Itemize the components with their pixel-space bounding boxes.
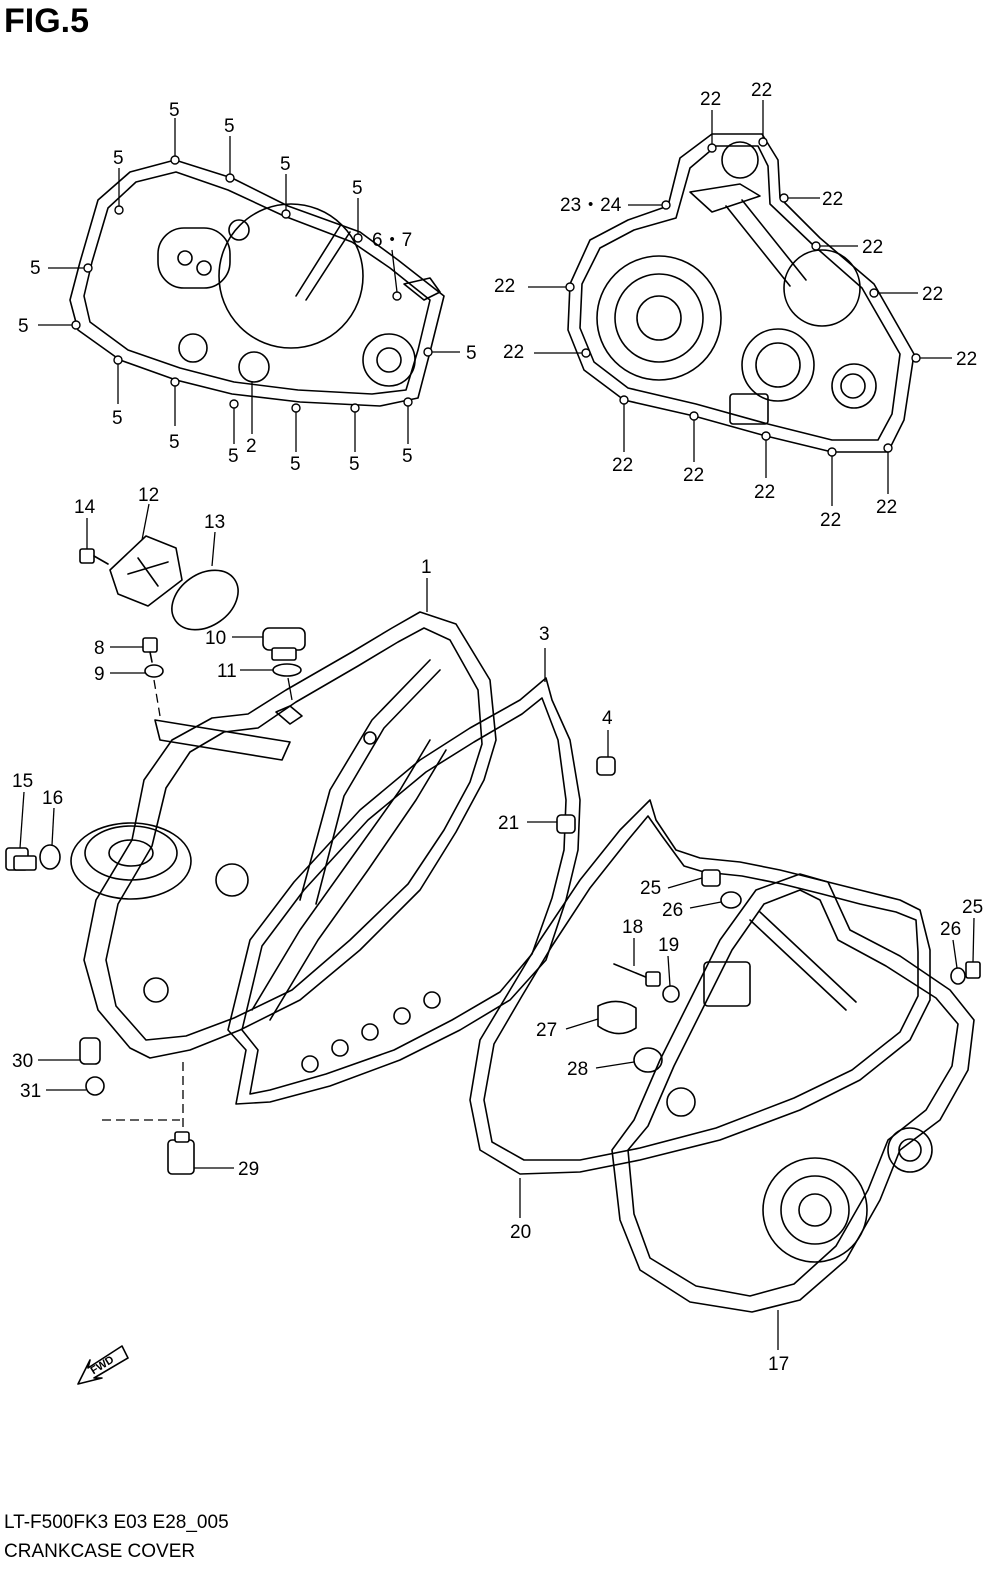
callout-5: 5	[169, 432, 180, 453]
bolt-18	[613, 963, 661, 987]
gasket-left-outline	[227, 677, 581, 1105]
callout-5: 5	[349, 454, 360, 475]
callout-5: 5	[290, 454, 301, 475]
callout-labels: 5 5 5 5 5 6・7 5 5 5 5 5 5 2 5 5 5 22 22 …	[12, 80, 983, 1375]
fitting-29	[167, 1131, 195, 1175]
callout-22: 22	[956, 349, 977, 370]
callout-11: 11	[217, 661, 237, 682]
callout-22: 22	[876, 497, 897, 518]
callout-1: 1	[421, 557, 432, 578]
callout-28: 28	[567, 1059, 588, 1080]
callout-22: 22	[862, 237, 883, 258]
callout-23-24: 23・24	[560, 195, 622, 216]
callout-5: 5	[466, 343, 477, 364]
dowel-pin-21	[556, 814, 576, 834]
callout-5: 5	[280, 154, 291, 175]
callout-10: 10	[205, 628, 226, 649]
magneto-cover-outline	[565, 133, 921, 457]
callout-5: 5	[224, 116, 235, 137]
clutch-cover-leader-lines	[38, 118, 460, 452]
callout-14: 14	[74, 497, 96, 518]
callout-30: 30	[12, 1051, 33, 1072]
plug-15	[5, 847, 37, 871]
callout-5: 5	[352, 178, 363, 199]
callout-15: 15	[12, 771, 33, 792]
washer-26-left	[720, 891, 742, 909]
o-ring-11	[272, 663, 302, 677]
callout-12: 12	[138, 485, 159, 506]
callout-22: 22	[494, 276, 515, 297]
washer-19	[662, 985, 680, 1003]
o-ring-28	[633, 1047, 663, 1073]
assembly-line-10	[287, 677, 293, 701]
callout-29: 29	[238, 1159, 259, 1180]
callout-5: 5	[30, 258, 41, 279]
lower-leader-lines	[19, 503, 975, 1350]
callout-22: 22	[683, 465, 704, 486]
o-ring-13	[171, 569, 239, 631]
dowel-pin-4	[596, 756, 616, 776]
callout-27: 27	[536, 1020, 557, 1041]
callout-5: 5	[228, 446, 239, 467]
callout-26: 26	[940, 919, 961, 940]
callout-25: 25	[962, 897, 983, 918]
crankcase-17-outline	[611, 873, 975, 1313]
section-name: CRANKCASE COVER	[4, 1541, 196, 1562]
callout-22: 22	[922, 284, 943, 305]
cap-10	[262, 627, 306, 661]
callout-5: 5	[18, 316, 29, 337]
bolt-8	[142, 637, 158, 663]
callout-22: 22	[503, 342, 524, 363]
callout-25: 25	[640, 878, 661, 899]
plug-30	[79, 1037, 101, 1065]
callout-6-7: 6・7	[372, 230, 412, 251]
bolt-25-left	[701, 869, 721, 887]
callout-16: 16	[42, 788, 63, 809]
callout-18: 18	[622, 917, 643, 938]
callout-8: 8	[94, 638, 105, 659]
callout-2: 2	[246, 436, 257, 457]
callout-5: 5	[112, 408, 123, 429]
callout-5: 5	[113, 148, 124, 169]
callout-13: 13	[204, 512, 225, 533]
model-code: LT-F500FK3 E03 E28_005	[4, 1512, 229, 1533]
callout-4: 4	[602, 708, 613, 729]
callout-17: 17	[768, 1354, 789, 1375]
plug-27	[597, 1000, 637, 1035]
callout-20: 20	[510, 1222, 531, 1243]
crankcase-cover-outline	[70, 611, 497, 1059]
figure-title: FIG.5	[4, 2, 90, 40]
magneto-cover-leader-lines	[528, 100, 952, 506]
washer-26-right	[950, 967, 966, 985]
callout-5: 5	[402, 446, 413, 467]
callout-31: 31	[20, 1081, 41, 1102]
assembly-line-8	[153, 679, 161, 717]
bolt-14	[79, 548, 109, 565]
callout-5: 5	[169, 100, 180, 121]
fwd-arrow-icon: FWD	[77, 1345, 129, 1385]
callout-26: 26	[662, 900, 683, 921]
callout-22: 22	[754, 482, 775, 503]
cap-12	[109, 535, 183, 607]
gasket-20-outline	[469, 799, 931, 1175]
callout-22: 22	[751, 80, 772, 101]
callout-3: 3	[539, 624, 550, 645]
callout-22: 22	[700, 89, 721, 110]
callout-21: 21	[498, 813, 519, 834]
clutch-cover-outline	[69, 155, 445, 413]
o-ring-31	[85, 1076, 105, 1096]
callout-9: 9	[94, 664, 105, 685]
washer-9	[144, 664, 164, 678]
callout-22: 22	[820, 510, 841, 531]
callout-22: 22	[822, 189, 843, 210]
callout-22: 22	[612, 455, 633, 476]
gasket-16	[39, 844, 61, 870]
bolt-25-right	[965, 961, 981, 979]
callout-19: 19	[658, 935, 679, 956]
